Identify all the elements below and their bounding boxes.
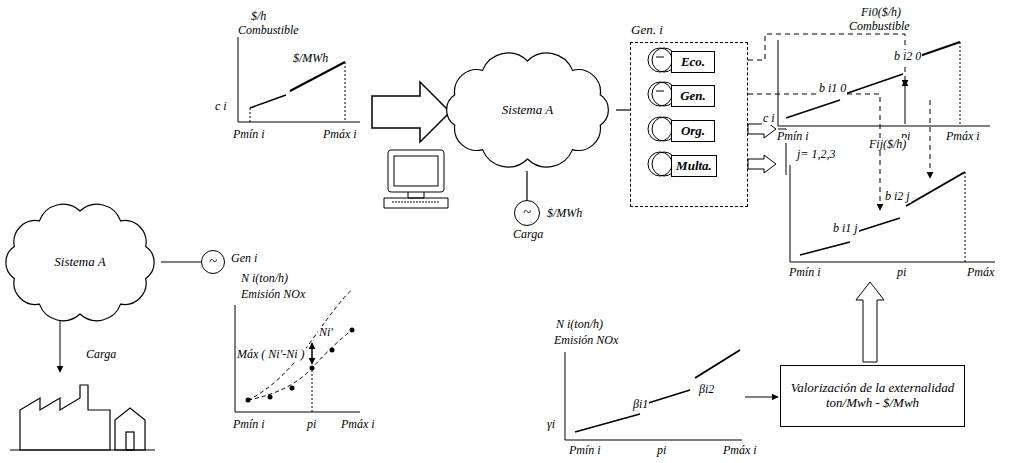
generator-circle: ~ xyxy=(514,200,540,226)
chart-label: Máx ( Ni'-Ni ) xyxy=(236,348,306,361)
transition-arrow xyxy=(372,82,450,142)
valuation-box: Valorización de la externalidad ton/Mwh … xyxy=(780,365,965,427)
chart-label: $/MWh xyxy=(546,207,583,220)
chart-label: βi2 xyxy=(698,383,715,396)
chart-label: Gen i xyxy=(230,252,258,265)
node-text: Org. xyxy=(681,124,705,139)
node-text: Sistema A xyxy=(54,255,105,270)
node-text: Multa. xyxy=(676,159,712,174)
gen-link xyxy=(748,94,880,210)
chart-label: pi xyxy=(656,444,667,457)
connector xyxy=(616,109,630,110)
emission-chart xyxy=(235,290,360,412)
generator-group: Gen. iEco.Gen.Org.Multa. xyxy=(630,42,748,207)
generator-circle: ~ xyxy=(201,250,225,274)
node-text: Gen. i xyxy=(631,23,663,38)
chart-label: b i2 0 xyxy=(893,50,922,63)
up-arrow xyxy=(856,282,884,362)
system-cloud: Sistema A xyxy=(445,55,610,165)
connector xyxy=(526,171,527,200)
chart-label: Carga xyxy=(85,348,117,361)
cost-chart xyxy=(238,28,360,122)
gen-link-2 xyxy=(930,100,931,178)
chart-label: Emisión NOx xyxy=(240,288,306,301)
chart-label: Pmín i xyxy=(232,418,266,431)
node-text: ~ xyxy=(523,204,531,221)
connector xyxy=(161,261,201,262)
load-arrow xyxy=(60,320,61,372)
chart-label: Pmín i xyxy=(776,130,810,143)
chart-label: c i xyxy=(762,112,776,125)
chart-label: pi xyxy=(306,418,317,431)
eco-link xyxy=(748,34,905,86)
chart-label: Pmáx i xyxy=(340,418,376,431)
computer xyxy=(384,150,448,208)
cost-chart-j xyxy=(790,165,995,262)
chart-label: Fi0($/h) xyxy=(860,6,902,19)
multa-arrow xyxy=(748,155,776,173)
factory xyxy=(10,385,155,450)
chart-label: Ni' xyxy=(318,326,334,339)
chart-label: N i(ton/h) xyxy=(240,272,289,285)
chart-label: Carga xyxy=(512,228,544,241)
chart-label: Combustible xyxy=(237,24,300,37)
chart-label: Pmáx i xyxy=(722,444,758,457)
node-text: Gen. xyxy=(680,89,706,104)
chart-label: Pmín i xyxy=(568,444,602,457)
cost-type-box: Org. xyxy=(671,120,715,142)
system-cloud: Sistema A xyxy=(5,205,155,320)
chart-label: b i1 j xyxy=(832,222,859,235)
chart-label: βi1 xyxy=(632,398,649,411)
chart-label: b i1 0 xyxy=(818,82,847,95)
emission-chart-linear xyxy=(565,350,742,440)
cost-type-box: Gen. xyxy=(671,85,715,107)
chart-label: Fij($/h) xyxy=(868,138,907,151)
node-text: Sistema A xyxy=(502,103,553,118)
chart-label: N i(ton/h) xyxy=(555,318,604,331)
chart-label: Combustible xyxy=(848,20,911,33)
chart-label: Pmáx i xyxy=(945,130,981,143)
chart-label: Emisión NOx xyxy=(553,334,619,347)
valuation-arrow xyxy=(745,397,778,398)
cost-type-box: Multa. xyxy=(671,155,717,177)
chart-label: Pmáx i xyxy=(322,128,358,141)
chart-label: Pmín i xyxy=(232,128,266,141)
chart-label: pi xyxy=(896,266,907,279)
chart-label: Pmín i xyxy=(788,266,822,279)
node-text: Valorización de la externalidad ton/Mwh … xyxy=(789,381,956,411)
chart-label: b i2 j xyxy=(884,190,911,203)
cost-chart-eco xyxy=(778,40,990,126)
chart-label: Pmáx xyxy=(966,266,995,279)
chart-label: $/MWh xyxy=(292,52,329,65)
node-text: Eco. xyxy=(681,55,705,70)
node-text: ~ xyxy=(209,253,217,270)
chart-label: γi xyxy=(546,418,556,431)
chart-label: j= 1,2,3 xyxy=(796,148,836,161)
chart-label: c i xyxy=(214,100,228,113)
chart-label: $/h xyxy=(250,10,267,23)
cost-type-box: Eco. xyxy=(671,51,715,73)
